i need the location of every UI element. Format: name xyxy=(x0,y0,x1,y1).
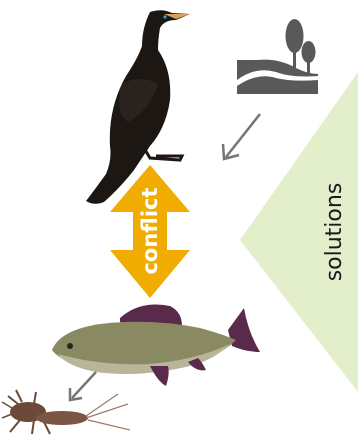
cormorant-icon xyxy=(86,10,190,204)
solutions-label: solutions xyxy=(322,183,347,282)
conflict-label: conflict xyxy=(138,187,162,274)
landscape-icon xyxy=(237,19,318,94)
landscape-to-cormorant-arrow xyxy=(223,114,260,159)
conflict-arrow: conflict xyxy=(110,165,190,298)
larva-icon xyxy=(2,390,130,434)
fish-to-larva-arrow xyxy=(70,372,96,400)
fish-icon xyxy=(52,305,260,387)
